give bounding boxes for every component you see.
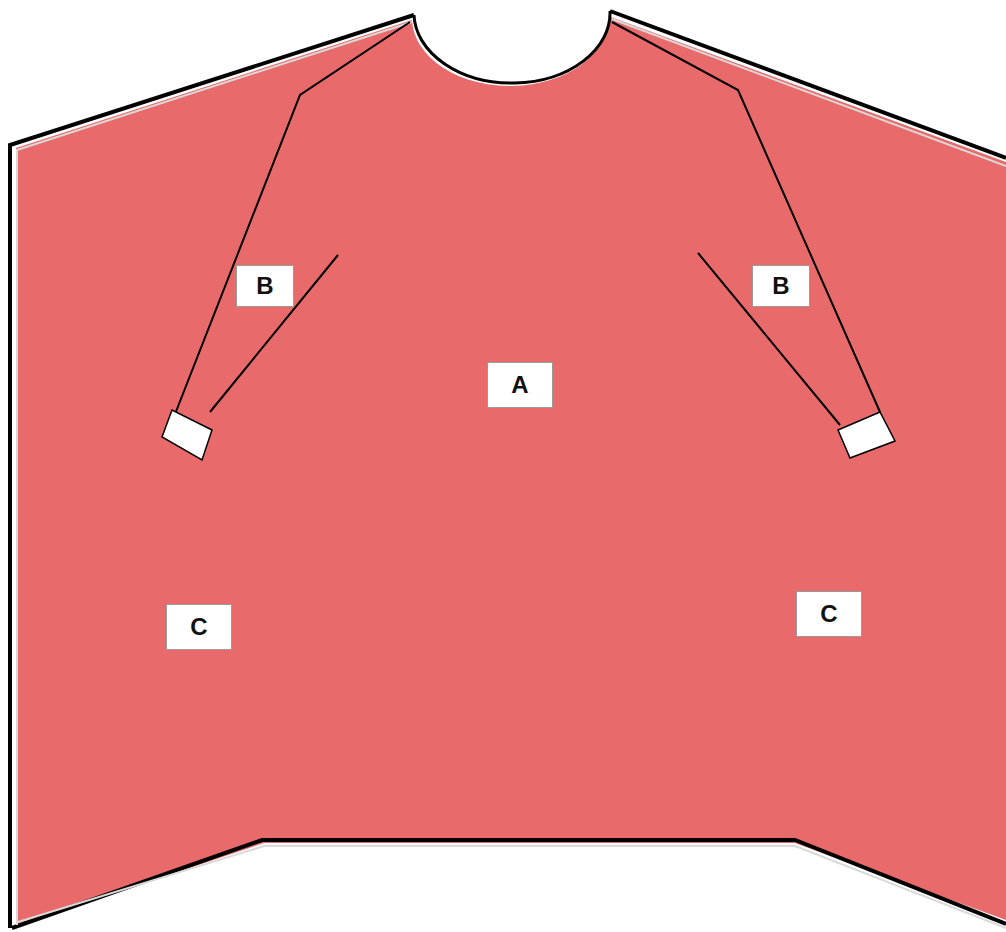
sleeve-cuff [162,410,212,460]
gown-fill [16,16,1006,926]
gown-inner-edge [18,846,1006,928]
gown-edge [12,840,1006,928]
sleeve-line [698,253,840,425]
part-label: A [487,362,553,408]
part-label: C [796,591,862,637]
part-label: B [752,265,810,307]
gown-inner-edge [17,22,412,925]
neckline [414,11,610,83]
sleeve-line [168,22,410,432]
gown-edge [10,15,414,928]
part-label: C [166,604,232,650]
sleeve-cuff [838,412,895,458]
part-label: B [236,265,294,307]
gown-inner-edge [612,19,1006,166]
gown-edge [610,11,1006,158]
sleeve-line [612,22,880,412]
sleeve-line [210,255,338,412]
